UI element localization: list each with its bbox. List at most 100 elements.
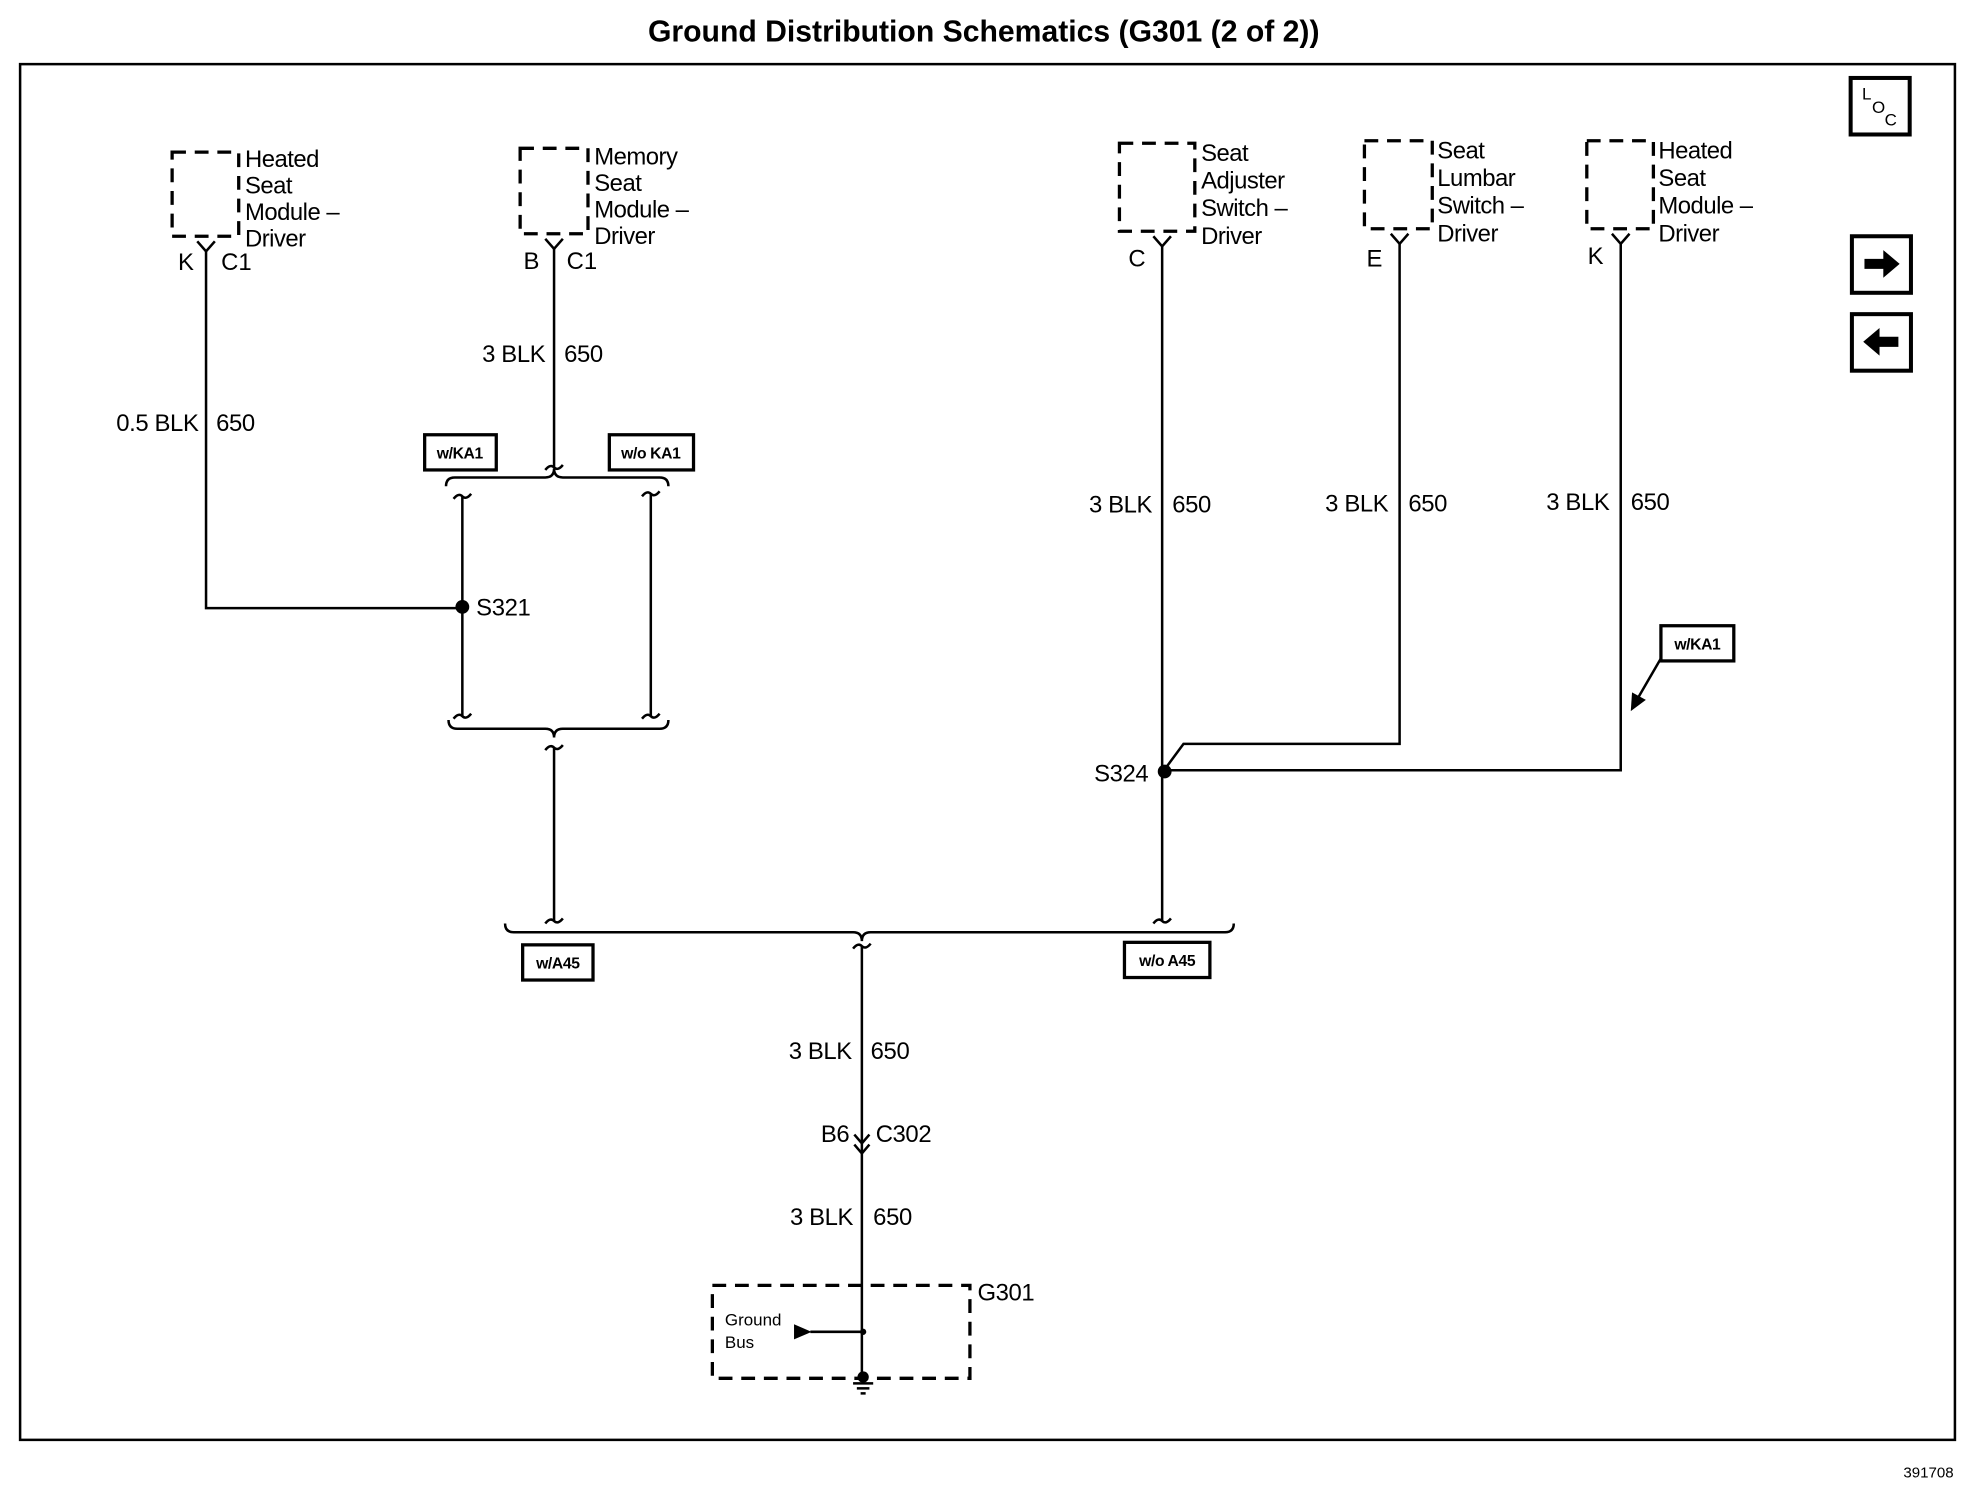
pin-connector-symbol	[1389, 232, 1410, 246]
wire-circuit: 650	[873, 1204, 912, 1231]
wire-end-cap	[641, 490, 661, 498]
component-box	[518, 146, 590, 236]
option-brace-upper	[444, 468, 670, 487]
wire-end-cap	[452, 492, 473, 500]
wire-size-color: 3 BLK	[1089, 492, 1153, 519]
component-label-line: Switch –	[1437, 193, 1524, 220]
option-label: w/o A45	[1138, 953, 1196, 970]
splice-label: S324	[1094, 761, 1148, 788]
pin-connector-symbol	[544, 237, 564, 251]
component-box	[1362, 139, 1434, 231]
splice-dot-s321	[455, 599, 470, 614]
pin-connector-symbol	[196, 240, 216, 254]
option-box-with-ka1-right	[1659, 624, 1736, 663]
pin-label: K	[1588, 243, 1604, 270]
pin-label: B	[523, 248, 539, 275]
component-label-line: Heated	[245, 146, 319, 173]
component-label-line: Driver	[594, 223, 655, 250]
wire-end-cap	[641, 712, 661, 720]
component-box	[1117, 141, 1197, 233]
option-brace-lower	[447, 719, 670, 738]
wire-end-cap	[852, 942, 872, 950]
next-page-button[interactable]	[1849, 234, 1913, 295]
wire-circuit: 650	[871, 1038, 910, 1065]
pin-label: E	[1367, 245, 1383, 272]
wire-circuit: 650	[564, 341, 603, 368]
component-label-line: Switch –	[1201, 195, 1288, 222]
wire-end-cap	[544, 917, 564, 925]
wire-heated-seat-right	[1164, 243, 1622, 772]
ground-bus-junction	[859, 1328, 867, 1335]
connector-label: C1	[221, 249, 252, 276]
page-title: Ground Distribution Schematics (G301 (2 …	[648, 16, 1320, 49]
component-label-line: Memory	[594, 144, 678, 171]
wire-circuit: 650	[216, 410, 255, 437]
component-label-line: Adjuster	[1201, 168, 1285, 195]
wire-circuit: 650	[1408, 490, 1447, 517]
wire-size-color: 0.5 BLK	[116, 410, 199, 437]
component-label-line: Seat	[245, 173, 293, 200]
option-box-with-ka1	[423, 433, 498, 472]
ground-label: G301	[977, 1279, 1034, 1306]
option-box-with-a45	[521, 943, 595, 982]
splice-label: S321	[476, 595, 530, 622]
loc-icon[interactable]	[1848, 75, 1912, 137]
wire-size-color: 3 BLK	[482, 341, 546, 368]
option-label: w/KA1	[436, 446, 484, 463]
wire-heated-seat-left	[204, 251, 463, 610]
connector-name-label: C302	[876, 1121, 932, 1148]
connector-cavity-label: B6	[821, 1121, 850, 1148]
component-box	[170, 150, 241, 238]
component-label-line: Module –	[594, 196, 689, 223]
pin-label: C	[1128, 245, 1145, 272]
wire-size-color: 3 BLK	[1546, 489, 1610, 516]
ground-bus-label-line: Ground	[725, 1311, 782, 1330]
component-label-line: Lumbar	[1437, 165, 1515, 192]
left-arrow-icon[interactable]	[1863, 327, 1899, 356]
component-heated-seat-module-right: Heated Seat Module – Driver K	[1585, 137, 1754, 270]
ground-bus-label-line: Bus	[725, 1333, 754, 1352]
component-label-line: Driver	[1437, 220, 1498, 247]
option-box-without-ka1	[607, 433, 696, 472]
wire-circuit: 650	[1631, 489, 1670, 516]
component-label-line: Driver	[1658, 220, 1719, 247]
ground-point-dot	[857, 1371, 869, 1383]
figure-id: 391708	[1903, 1465, 1953, 1482]
option-box-without-a45	[1122, 940, 1212, 980]
component-label-line: Heated	[1658, 137, 1732, 164]
component-box	[1585, 139, 1656, 231]
wire-size-color: 3 BLK	[789, 1038, 853, 1065]
ground-bus-pointer-arrowhead	[794, 1324, 812, 1340]
component-label-line: Driver	[1201, 223, 1262, 250]
option-pointer-arrowhead	[1630, 692, 1646, 712]
component-label-line: Seat	[1437, 137, 1485, 164]
diagram-frame	[18, 62, 1957, 1442]
loc-letter-c: C	[1885, 111, 1897, 130]
option-pointer-line	[1637, 657, 1663, 698]
prev-page-button[interactable]	[1849, 312, 1913, 373]
option-label: w/o KA1	[620, 446, 681, 463]
loc-button[interactable]: L O C	[1848, 75, 1912, 137]
wire-end-cap	[544, 744, 564, 751]
loc-letter-o: O	[1872, 98, 1885, 117]
right-arrow-icon[interactable]	[1864, 250, 1900, 278]
ground-box-g301	[710, 1283, 972, 1380]
component-memory-seat-module: Memory Seat Module – Driver B C1	[518, 144, 690, 275]
component-label-line: Seat	[1658, 165, 1706, 192]
wire-end-cap	[544, 464, 564, 471]
wire-seat-lumbar	[1164, 243, 1401, 769]
component-label-line: Module –	[1658, 193, 1753, 220]
component-label-line: Seat	[1201, 140, 1249, 167]
wire-size-color: 3 BLK	[790, 1204, 854, 1231]
pin-connector-symbol	[1610, 232, 1631, 246]
connector-symbol-c302	[853, 1133, 871, 1146]
option-label: w/KA1	[1673, 637, 1721, 654]
wire-end-cap	[1152, 917, 1172, 925]
wire-end-cap	[452, 712, 473, 720]
wire-size-color: 3 BLK	[1325, 490, 1389, 517]
component-seat-adjuster-switch: Seat Adjuster Switch – Driver C	[1117, 140, 1289, 272]
connector-label: C1	[567, 248, 598, 275]
component-label-line: Module –	[245, 199, 340, 226]
component-heated-seat-module-left: Heated Seat Module – Driver K C1	[170, 146, 341, 276]
